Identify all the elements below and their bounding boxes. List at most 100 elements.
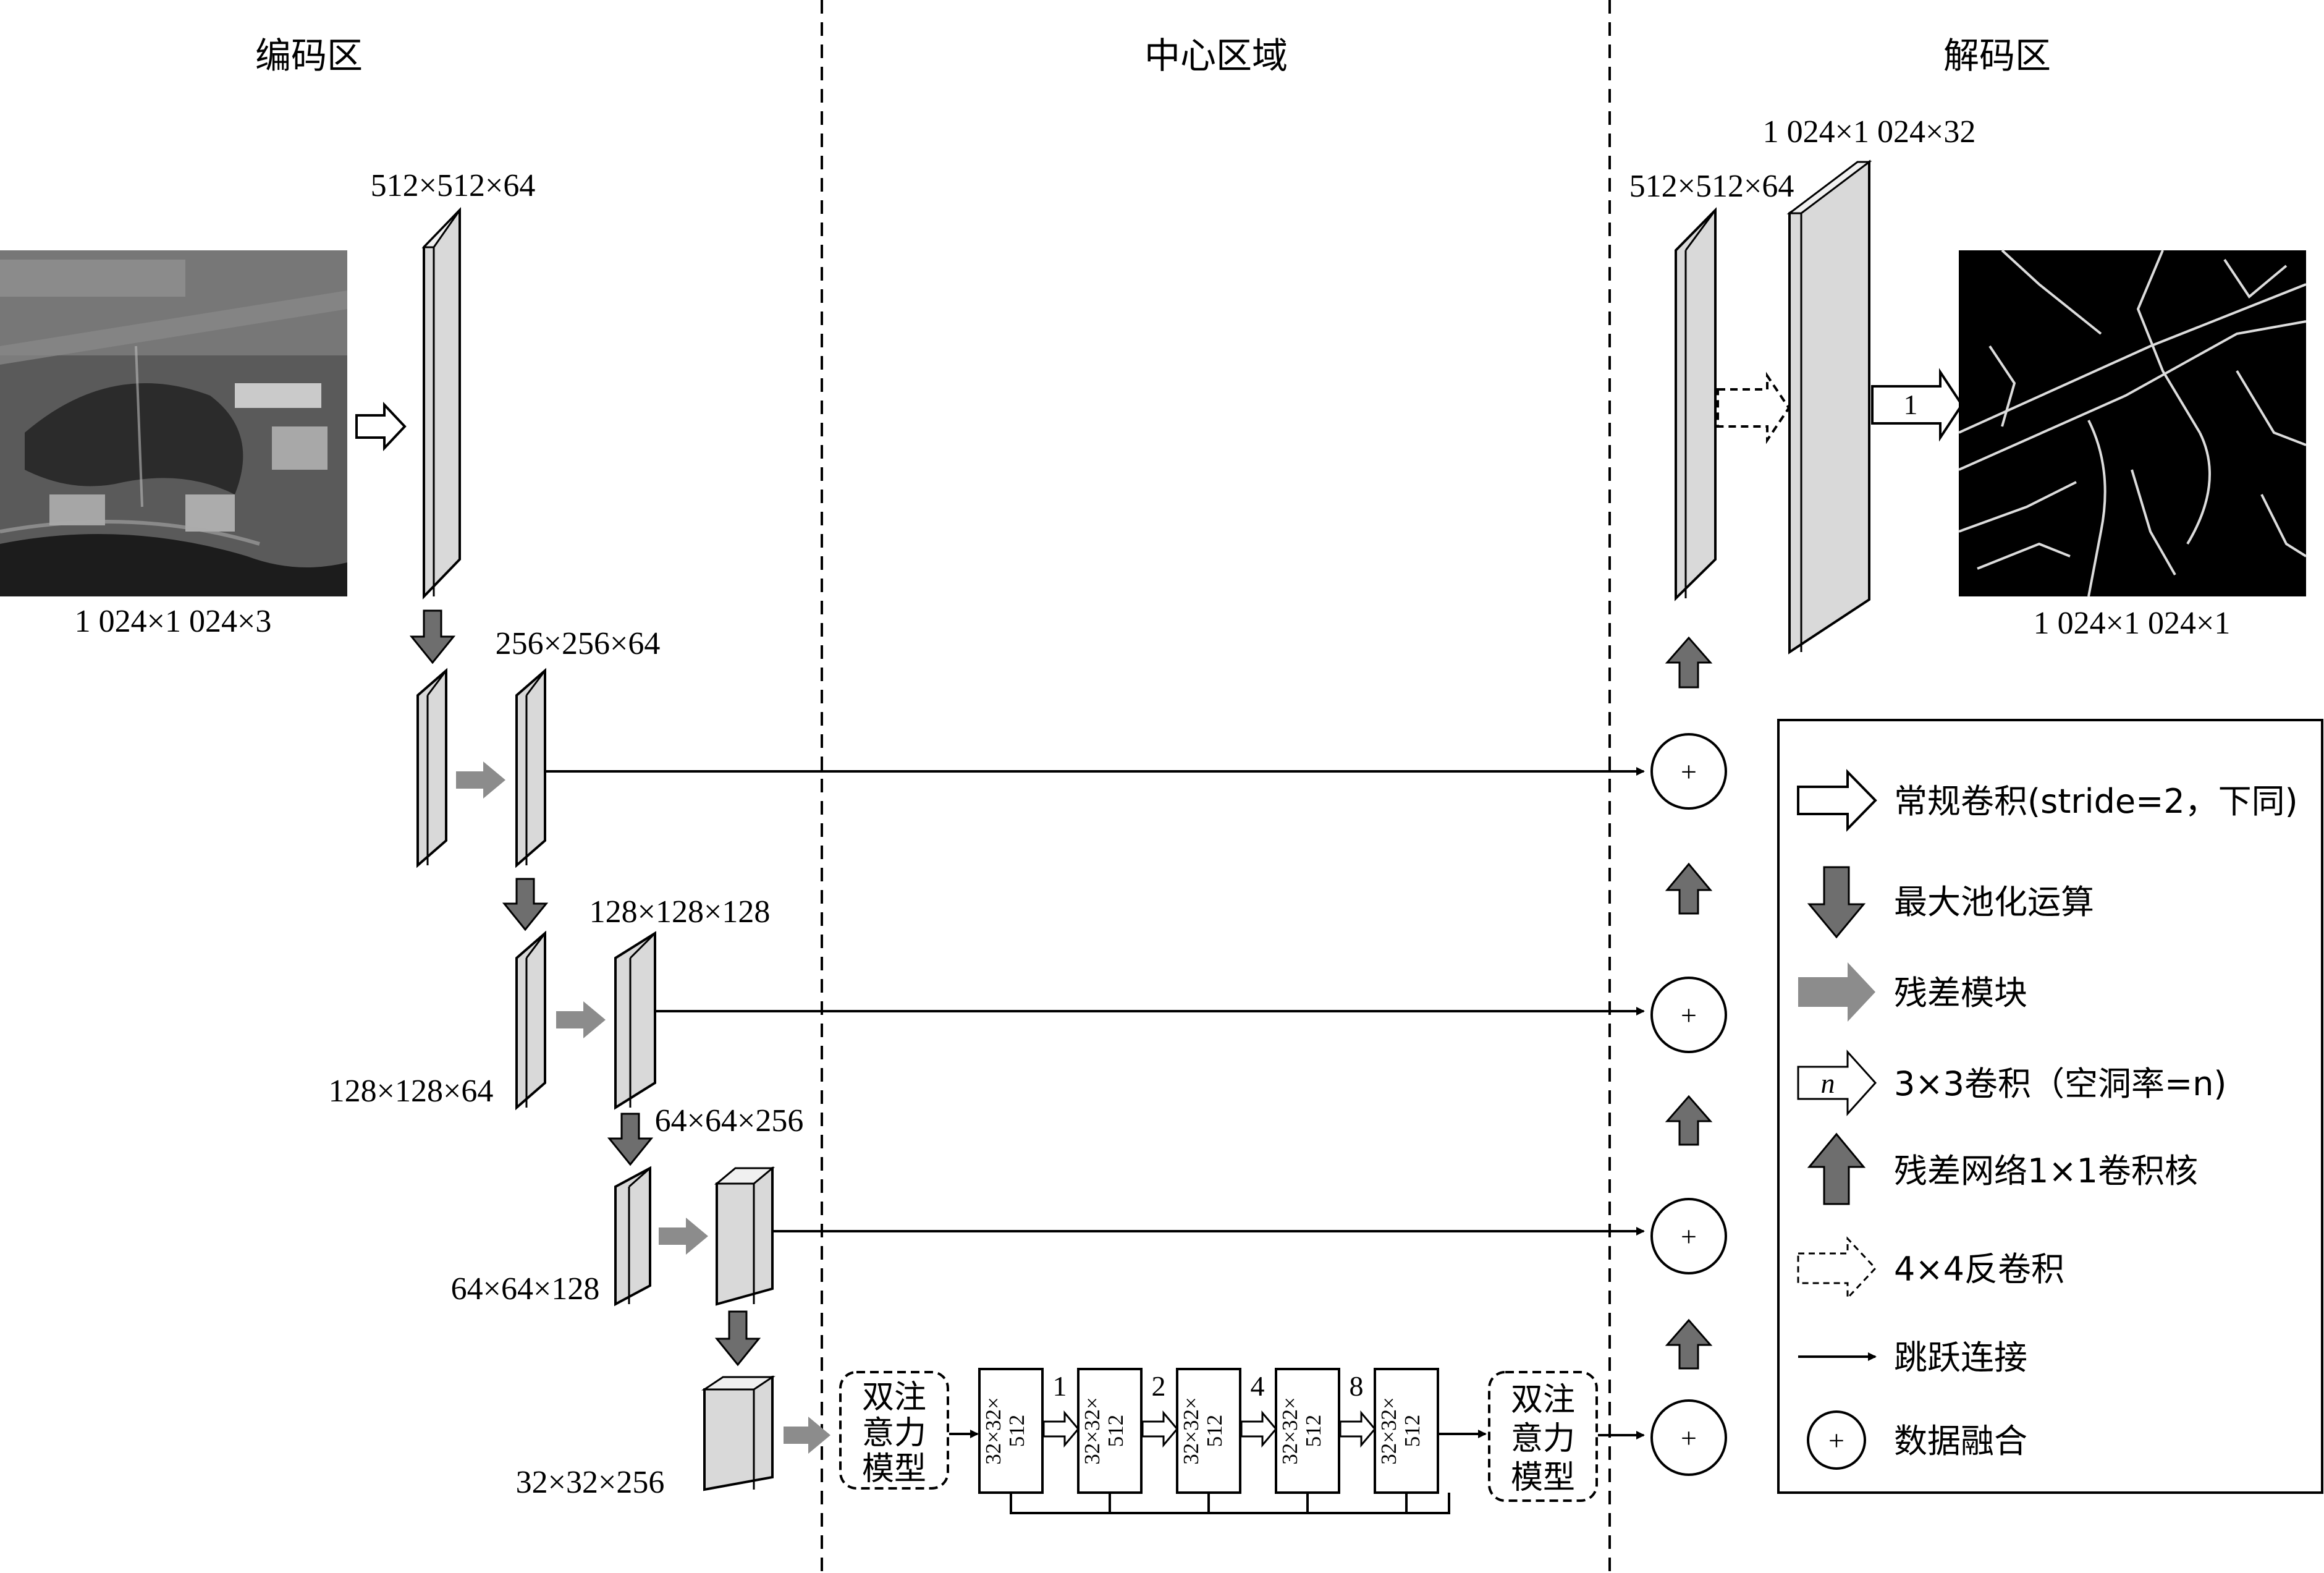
down-arrow-icon (1807, 866, 1866, 939)
block-size-label: 512 (1104, 1415, 1128, 1448)
attention-line-1: 双注 (1511, 1381, 1575, 1418)
residual-1x1-arrow-icon (1665, 1095, 1713, 1146)
legend-label: 跳跃连接 (1894, 1338, 2027, 1377)
dilation-rate-label: 1 (1053, 1370, 1067, 1402)
dilated-conv-arrow-icon (1339, 1410, 1376, 1448)
block-size-label: 512 (1400, 1415, 1424, 1448)
attention-line-3: 模型 (1511, 1459, 1575, 1496)
dim-label-enc2: 256×256×64 (496, 626, 661, 661)
dim-label-dec-b: 1 024×1 024×32 (1763, 114, 1976, 150)
block-size-label: 32×32× (1179, 1397, 1203, 1464)
legend-label: 3×3卷积（空洞率=n) (1894, 1064, 2227, 1103)
residual-1x1-arrow-icon (1665, 1318, 1713, 1370)
legend-item: 跳跃连接 (1798, 1338, 2027, 1377)
dilated-conv-arrow-icon (1042, 1410, 1080, 1448)
maxpool-arrow-icon (502, 878, 549, 931)
residual-arrow-icon (784, 1417, 830, 1454)
dim-label-enc3-out: 128×128×128 (589, 894, 771, 930)
feature-map-enc1 (421, 207, 461, 600)
block-size-label: 32×32× (981, 1397, 1005, 1464)
up-arrow-icon (1807, 1132, 1866, 1205)
fusion-node-4: + (1650, 1399, 1727, 1476)
gray-arrow-icon (1798, 962, 1875, 1022)
legend-label: 常规卷积(stride=2，下同) (1894, 782, 2298, 821)
dilation-rate-output: 1 (1904, 389, 1918, 420)
feature-map-bottom (701, 1375, 775, 1491)
feature-map-enc2-out (515, 668, 546, 868)
dilated-conv-block: 32×32×512 (1176, 1368, 1241, 1494)
feature-map-dec-a (1675, 207, 1717, 601)
legend-item: 残差模块 (1798, 962, 2027, 1022)
feature-map-enc4-in (614, 1166, 651, 1307)
residual-1x1-arrow-icon (1665, 862, 1713, 915)
dilated-conv-block: 32×32×512 (1374, 1368, 1439, 1494)
legend-item: 4×4反卷积 (1797, 1236, 2064, 1300)
plus-symbol: + (1681, 756, 1697, 787)
block-size-label: 32×32× (1080, 1397, 1104, 1464)
legend-item: 常规卷积(stride=2，下同) (1797, 769, 2298, 832)
dilated-conv-arrow-icon (1240, 1410, 1277, 1448)
attention-line-2: 意力 (1511, 1420, 1575, 1457)
feature-map-dec-b (1786, 159, 1872, 655)
dilated-conv-arrow-icon (1141, 1410, 1178, 1448)
dilated-conv-block: 32×32×512 (1275, 1368, 1340, 1494)
maxpool-arrow-icon (409, 609, 456, 664)
legend-label: 4×4反卷积 (1894, 1250, 2064, 1289)
block-size-label: 512 (1005, 1415, 1029, 1448)
legend-label: 数据融合 (1894, 1422, 2027, 1461)
dilation-rate-label: 8 (1350, 1370, 1364, 1402)
legend-item: + 数据融合 (1807, 1410, 2027, 1470)
fusion-node-2: + (1650, 977, 1727, 1053)
block-size-label: 32×32× (1377, 1397, 1401, 1464)
deconv-arrow-icon (1717, 371, 1791, 444)
plus-symbol: + (1828, 1425, 1844, 1456)
dim-label-enc4-in: 64×64×128 (451, 1271, 600, 1307)
dilation-rate-label: 2 (1152, 1370, 1166, 1402)
fusion-node-3: + (1650, 1198, 1727, 1274)
input-satellite-image (0, 250, 347, 596)
zone-title-encoder: 编码区 (255, 35, 363, 77)
dilated-arrow-icon (1797, 1049, 1877, 1116)
legend-item: 残差网络1×1卷积核 (1807, 1132, 2198, 1205)
residual-arrow-icon (456, 761, 505, 799)
dilated-conv-block: 32×32×512 (1077, 1368, 1143, 1494)
dashed-arrow-icon (1797, 1236, 1877, 1300)
attention-module-1: 双注 意力 模型 (839, 1371, 949, 1490)
zone-title-decoder: 解码区 (1943, 35, 2051, 77)
fusion-node-1: + (1650, 733, 1727, 810)
dim-label-enc4-out: 64×64×256 (655, 1103, 804, 1138)
block-size-label: 512 (1202, 1415, 1227, 1448)
block-size-label: 512 (1301, 1415, 1325, 1448)
attention-line-2: 意力 (862, 1415, 926, 1452)
maxpool-arrow-icon (714, 1310, 761, 1367)
dim-label-bottom: 32×32×256 (516, 1465, 665, 1500)
legend-label: 残差模块 (1894, 973, 2027, 1012)
feature-map-enc3-in (515, 930, 546, 1111)
plus-symbol: + (1681, 1422, 1697, 1454)
attention-line-1: 双注 (862, 1379, 926, 1416)
dim-label-enc3-in: 128×128×64 (329, 1074, 494, 1109)
dim-label-output: 1 024×1 024×1 (2034, 606, 2231, 641)
zone-title-center: 中心区域 (1144, 35, 1288, 77)
plus-circle-icon (1807, 1410, 1866, 1470)
dilated-conv-chain: 32×32×512132×32×512232×32×512432×32×5128… (978, 1368, 1487, 1514)
block-size-label: 32×32× (1278, 1397, 1302, 1464)
feature-map-enc3-out (614, 931, 656, 1110)
maxpool-arrow-icon (607, 1113, 654, 1166)
feature-map-enc4-out (714, 1166, 775, 1306)
dim-label-input: 1 024×1 024×3 (75, 604, 272, 639)
feature-map-enc2-in (416, 668, 447, 868)
residual-arrow-icon (659, 1218, 708, 1255)
dilated-conv-block: 32×32×512 (978, 1368, 1044, 1494)
attention-line-3: 模型 (862, 1451, 926, 1488)
residual-arrow-icon (556, 1001, 606, 1038)
dilation-rate-label: 4 (1251, 1370, 1265, 1402)
legend-item: 最大池化运算 (1807, 866, 2094, 939)
dilated-conv-arrow-icon (1871, 368, 1964, 442)
legend-label: 最大池化运算 (1894, 883, 2094, 922)
attention-module-2: 双注 意力 模型 (1488, 1371, 1598, 1502)
legend-label: 残差网络1×1卷积核 (1894, 1151, 2198, 1190)
